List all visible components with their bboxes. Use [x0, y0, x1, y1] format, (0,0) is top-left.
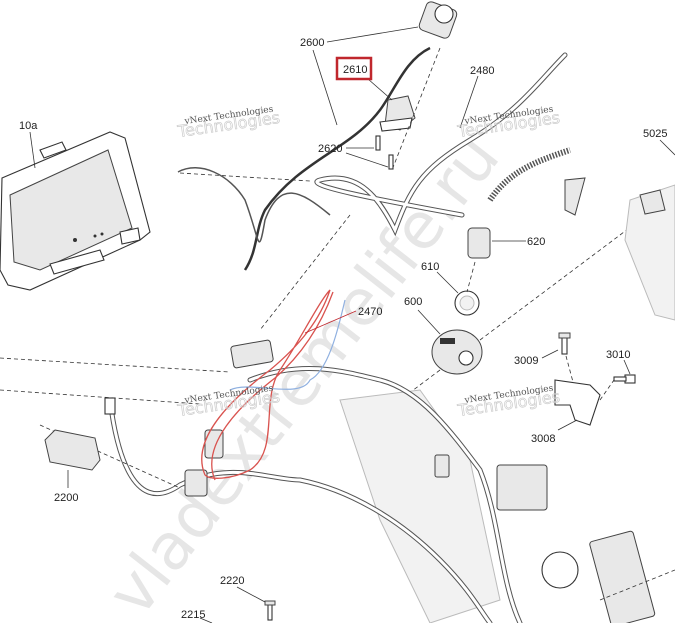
part-3010-bolt[interactable] [613, 374, 636, 384]
part-2200-sensor[interactable] [44, 397, 116, 471]
highlight-box-2610 [335, 56, 373, 81]
part-610-nut[interactable] [454, 290, 480, 316]
callout-600[interactable]: 600 [404, 296, 422, 308]
callout-3009[interactable]: 3009 [514, 355, 538, 367]
callout-2600[interactable]: 2600 [300, 37, 324, 49]
part-2610-clip[interactable] [379, 95, 416, 132]
callout-10a[interactable]: 10a [19, 120, 38, 132]
callout-2620[interactable]: 2620 [318, 143, 342, 155]
part-10a-instrument-cluster[interactable] [0, 131, 151, 291]
vendor-watermark: Technologies vNext Technologies [175, 105, 281, 142]
vendor-watermark: Technologies vNext Technologies [455, 384, 561, 421]
callout-2470[interactable]: 2470 [358, 306, 382, 318]
part-2220-screw[interactable] [264, 600, 276, 621]
callout-3008[interactable]: 3008 [531, 433, 555, 445]
vendor-watermark: Technologies vNext Technologies [455, 105, 561, 142]
part-2600-switch[interactable] [243, 0, 458, 271]
callout-2215[interactable]: 2215 [181, 609, 205, 621]
part-620-lanyard[interactable] [467, 147, 586, 259]
part-5025-module[interactable] [624, 184, 675, 321]
part-3009-bolt[interactable] [558, 332, 571, 355]
callout-610[interactable]: 610 [421, 261, 439, 273]
part-3008-bracket[interactable] [554, 379, 601, 426]
part-2470-harness-highlight[interactable] [201, 289, 346, 481]
callout-2220[interactable]: 2220 [220, 575, 244, 587]
callout-3010[interactable]: 3010 [606, 349, 630, 361]
part-main-harness[interactable] [107, 339, 656, 623]
callout-2200[interactable]: 2200 [54, 492, 78, 504]
part-2620-screws[interactable] [375, 135, 394, 170]
callout-620[interactable]: 620 [527, 236, 545, 248]
part-600-switch[interactable] [431, 329, 483, 375]
callout-2480[interactable]: 2480 [470, 65, 494, 77]
part-2480-tube[interactable] [314, 52, 568, 237]
callout-2610[interactable]: 2610 [343, 64, 367, 76]
callout-5025[interactable]: 5025 [643, 128, 667, 140]
